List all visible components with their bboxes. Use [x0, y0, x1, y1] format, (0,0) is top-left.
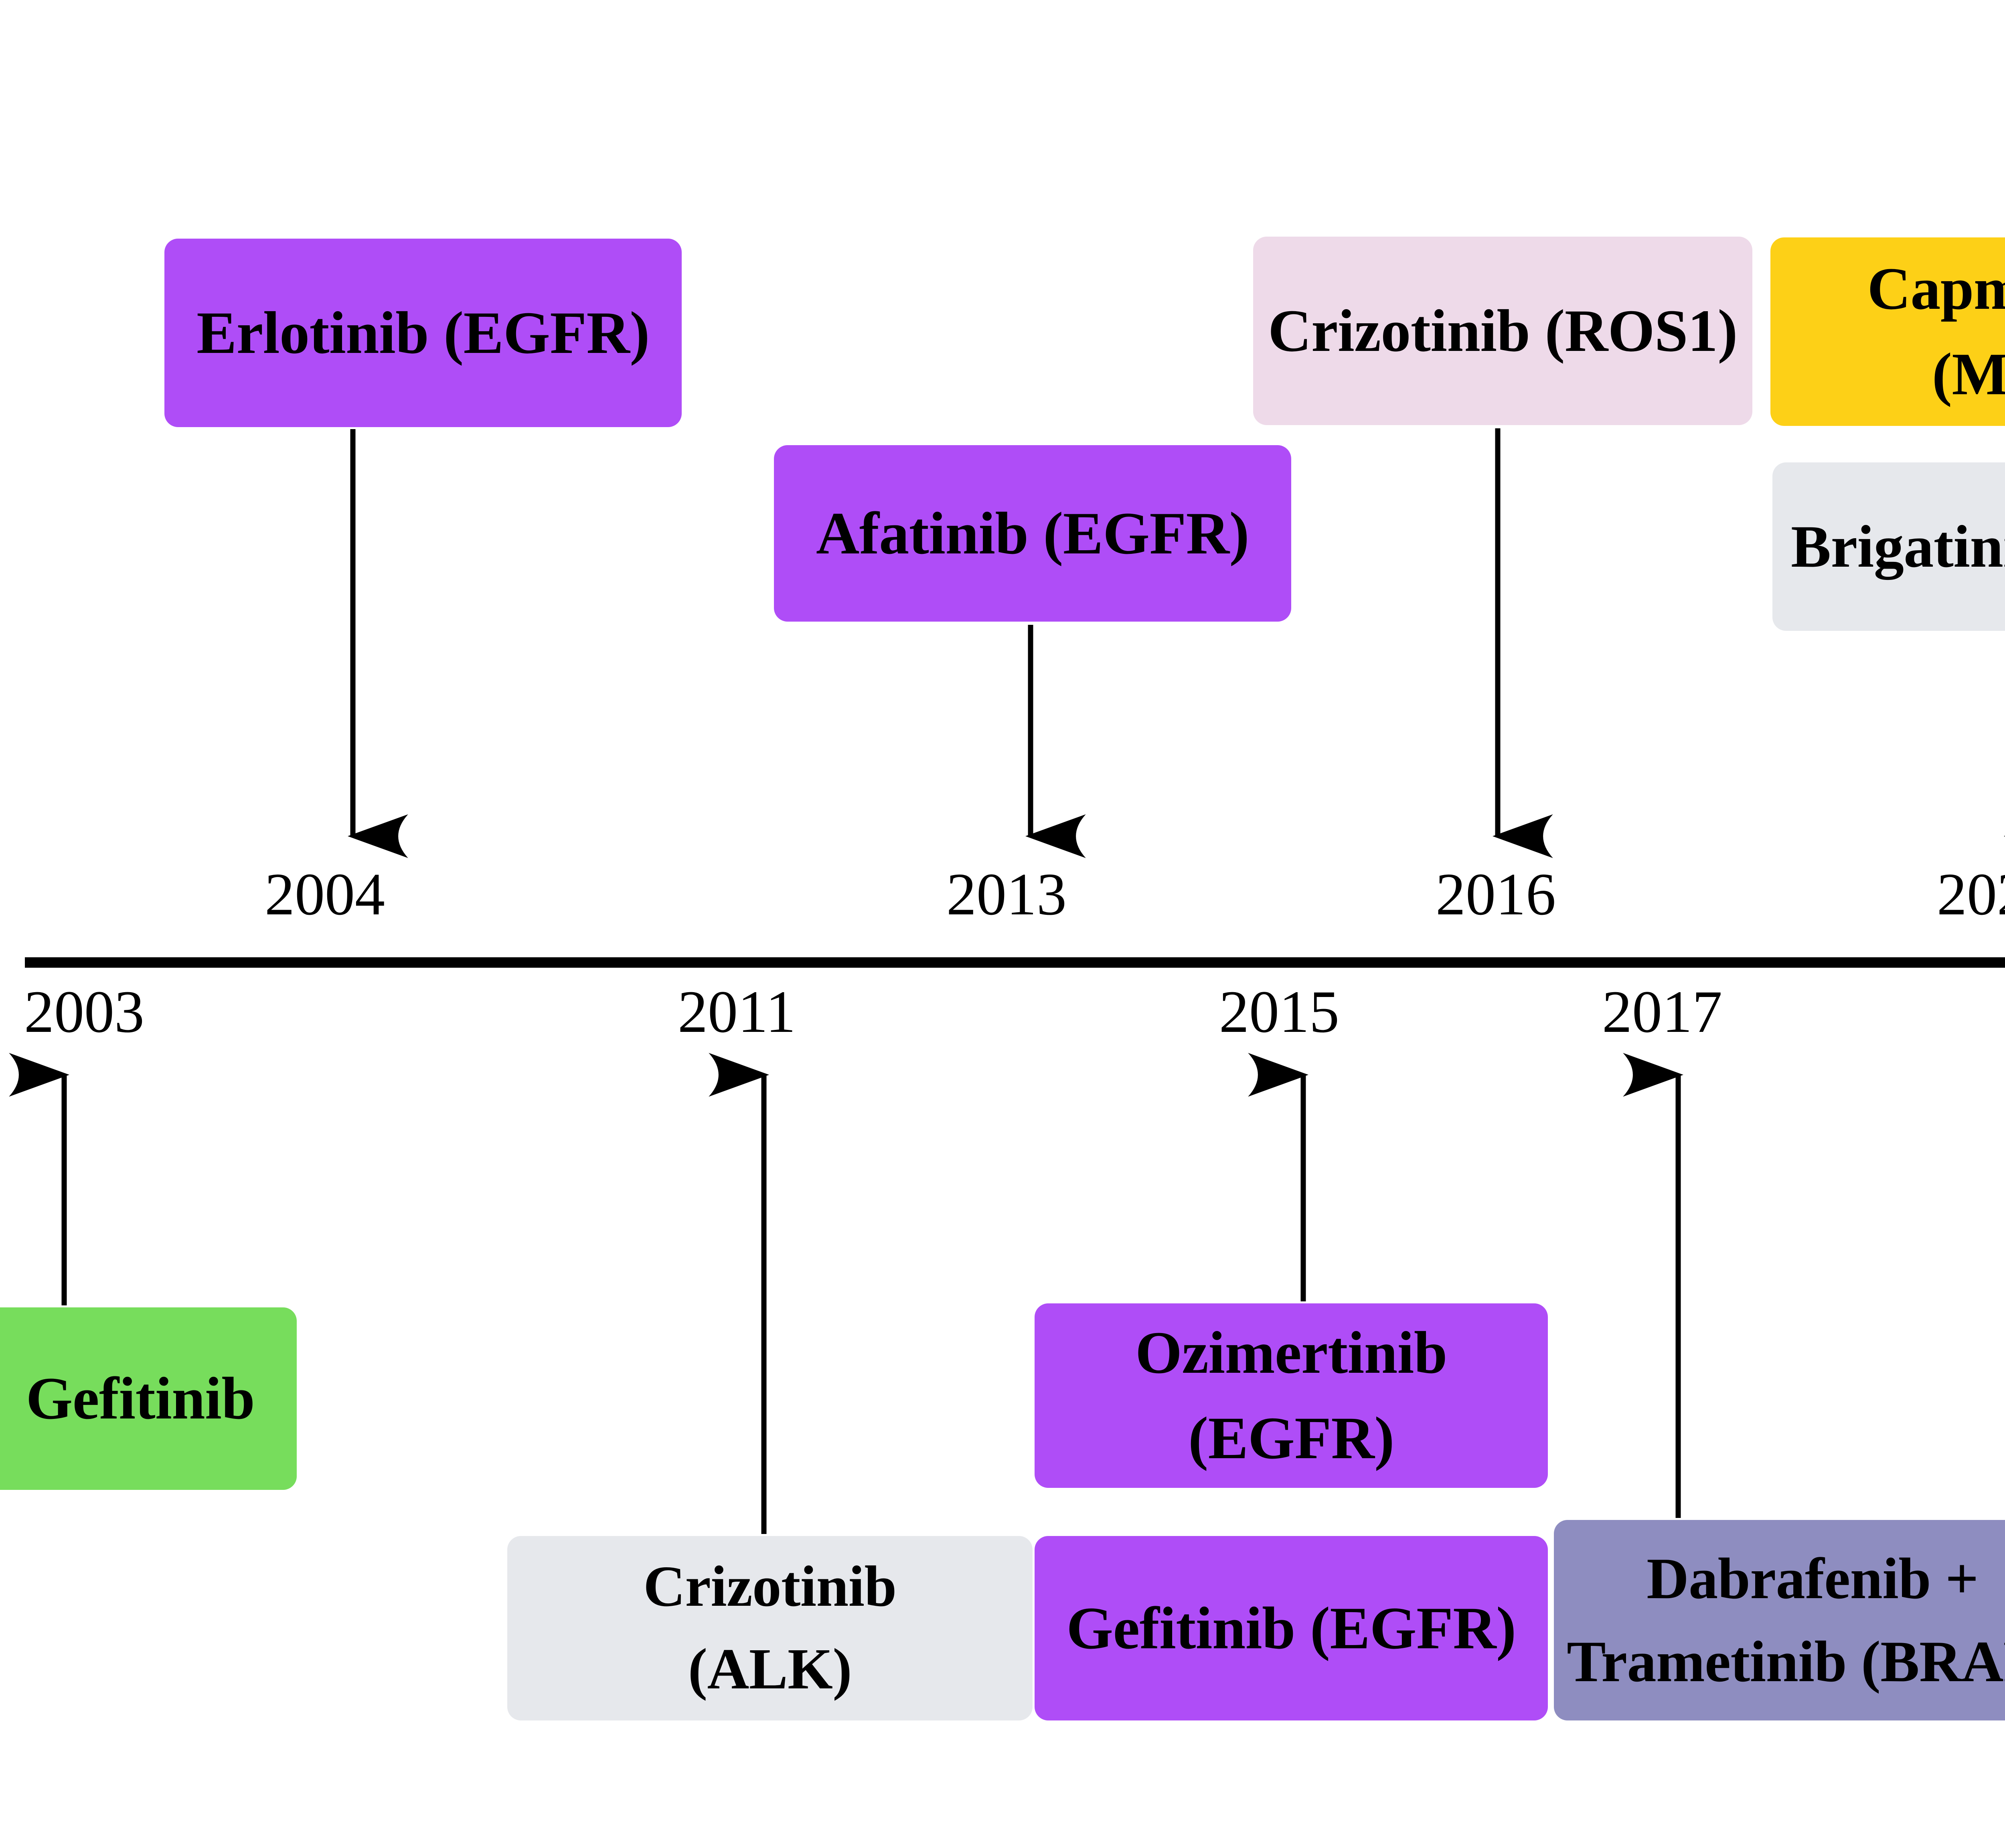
year-label-2020: 2020: [1937, 861, 2005, 928]
year-label-2013: 2013: [946, 861, 1067, 928]
year-label-2004: 2004: [265, 861, 385, 928]
drug-box-crizotinib-ros1[interactable]: Crizotinib (ROS1): [1253, 237, 1752, 425]
drug-box-dabrafenib-trametinib[interactable]: Dabrafenib + Trametinib (BRAF): [1554, 1520, 2005, 1720]
drug-box-brigatinib[interactable]: Brigatinib (ALK): [1772, 462, 2005, 631]
drug-box-gefitinib-egfr[interactable]: Gefitinib (EGFR): [1035, 1536, 1548, 1720]
drug-box-gefitinib-2003[interactable]: Gefitinib: [0, 1307, 297, 1490]
drug-box-capmatinib[interactable]: Capmatinib (MET): [1770, 237, 2005, 426]
year-label-2003: 2003: [24, 979, 144, 1045]
year-label-2017: 2017: [1602, 979, 1722, 1045]
drug-box-afatinib[interactable]: Afatinib (EGFR): [774, 445, 1291, 622]
drug-box-ozimertinib[interactable]: Ozimertinib (EGFR): [1035, 1303, 1548, 1488]
year-label-2016: 2016: [1436, 861, 1556, 928]
year-label-2015: 2015: [1219, 979, 1339, 1045]
year-label-2011: 2011: [678, 979, 796, 1045]
drug-box-crizotinib-alk[interactable]: Crizotinib (ALK): [507, 1536, 1033, 1720]
drug-box-erlotinib[interactable]: Erlotinib (EGFR): [164, 239, 682, 427]
